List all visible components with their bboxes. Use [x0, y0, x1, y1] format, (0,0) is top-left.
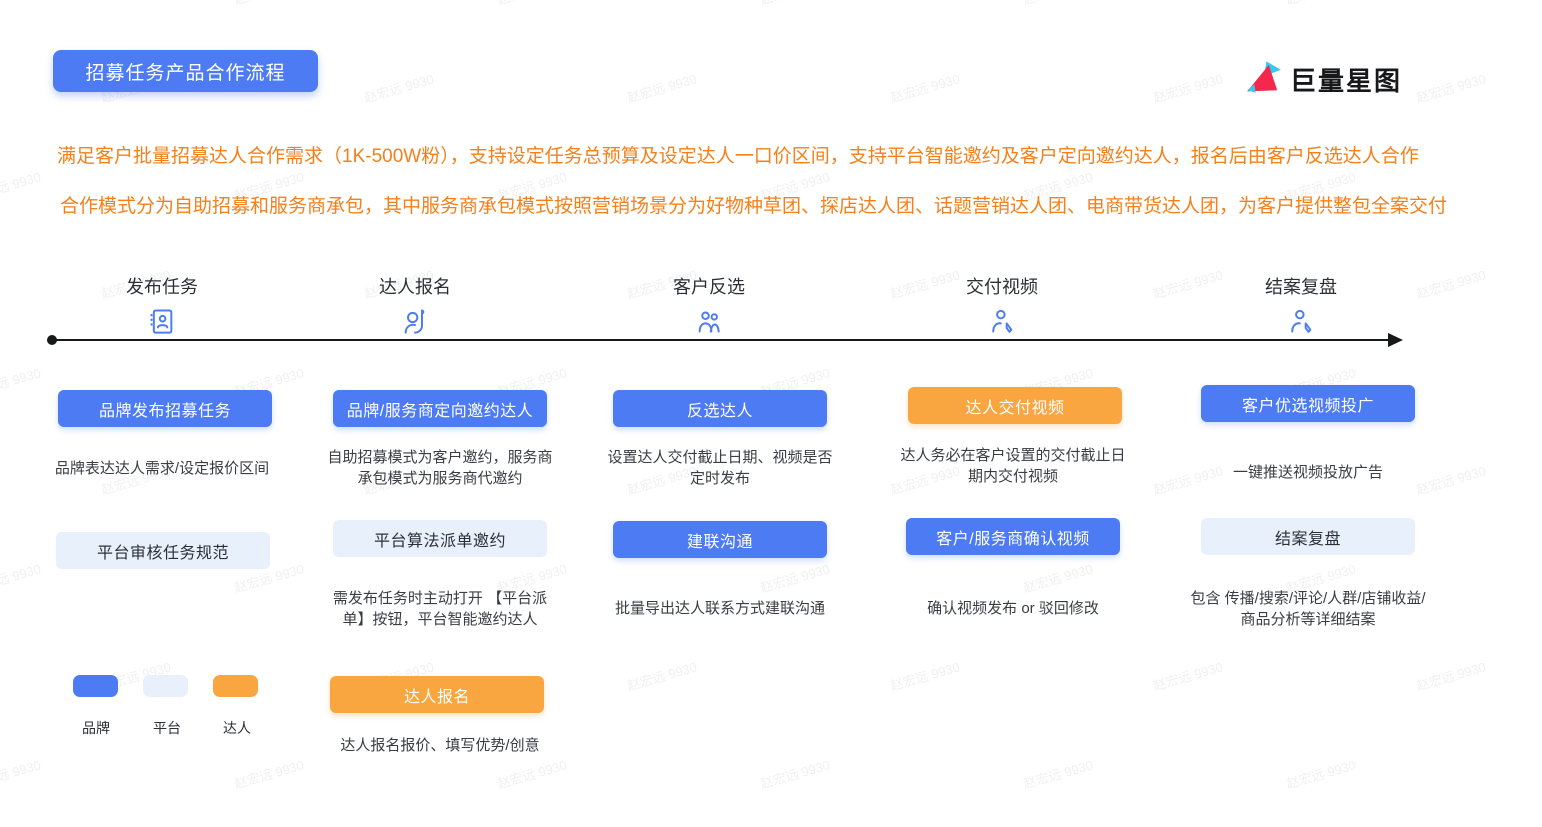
- step-desc: 批量导出达人联系方式建联沟通: [614, 600, 825, 617]
- stage-label-wrapup: 结案复盘: [1265, 277, 1337, 297]
- step-desc: 一键推送视频投放广告: [1232, 464, 1383, 481]
- step-box-creator-signup[interactable]: 达人报名: [330, 676, 544, 713]
- title-badge: 招募任务产品合作流程: [53, 50, 318, 92]
- step-box-reselect-creators[interactable]: 反选达人: [613, 390, 827, 427]
- step-box-direct-invite[interactable]: 品牌/服务商定向邀约达人: [333, 390, 547, 427]
- person-edit-icon: [1287, 307, 1315, 335]
- timeline-axis: [52, 339, 1392, 341]
- step-box-promote-video[interactable]: 客户优选视频投广: [1201, 385, 1415, 422]
- step-box-algorithm-dispatch[interactable]: 平台算法派单邀约: [333, 520, 547, 557]
- step-box-label: 平台算法派单邀约: [373, 532, 506, 550]
- two-people-icon: [695, 307, 723, 335]
- stage-label-signup: 达人报名: [379, 277, 451, 297]
- step-box-label: 平台审核任务规范: [96, 544, 229, 562]
- step-box-platform-review[interactable]: 平台审核任务规范: [56, 532, 270, 569]
- legend-swatch-platform: [143, 675, 188, 697]
- step-desc: 品牌表达达人需求/设定报价区间: [54, 460, 270, 477]
- step-desc: 自助招募模式为客户邀约，服务商承包模式为服务商代邀约: [327, 449, 553, 487]
- step-desc: 需发布任务时主动打开 【平台派单】按钮，平台智能邀约达人: [332, 590, 548, 628]
- intro-line-1: 满足客户批量招募达人合作需求（1K-500W粉），支持设定任务总预算及设定达人一…: [57, 146, 1419, 167]
- timeline-arrow-icon: [1388, 333, 1403, 347]
- step-box-label: 结案复盘: [1274, 530, 1341, 548]
- legend-swatch-creator: [213, 675, 258, 697]
- step-desc: 确认视频发布 or 驳回修改: [927, 600, 1099, 617]
- page-title: 招募任务产品合作流程: [85, 62, 286, 84]
- step-desc: 包含 传播/搜索/评论/人群/店铺收益/商品分析等详细结案: [1190, 590, 1426, 628]
- timeline-start-dot: [47, 335, 57, 345]
- legend-label-creator: 达人: [223, 720, 251, 736]
- step-box-label: 建联沟通: [686, 533, 753, 551]
- step-desc: 达人务必在客户设置的交付截止日期内交付视频: [900, 447, 1126, 485]
- step-desc: 达人报名报价、填写优势/创意: [340, 737, 540, 754]
- step-desc: 设置达人交付截止日期、视频是否定时发布: [607, 449, 833, 487]
- step-box-creator-deliver[interactable]: 达人交付视频: [908, 387, 1122, 424]
- logo-text: 巨量星图: [1289, 66, 1402, 96]
- juliang-xingtu-icon: [1246, 60, 1282, 99]
- legend-label-platform: 平台: [153, 720, 181, 736]
- id-card-icon: [148, 307, 176, 335]
- hand-raise-icon: [401, 307, 429, 335]
- legend-label-brand: 品牌: [82, 720, 110, 736]
- step-box-confirm-video[interactable]: 客户/服务商确认视频: [906, 518, 1120, 555]
- brand-logo: 巨量星图: [1246, 60, 1402, 99]
- step-box-brand-publish[interactable]: 品牌发布招募任务: [58, 390, 272, 427]
- stage-label-reselect: 客户反选: [673, 277, 745, 297]
- legend-swatch-brand: [73, 675, 118, 697]
- step-box-contact-communicate[interactable]: 建联沟通: [613, 521, 827, 558]
- step-box-label: 达人交付视频: [965, 399, 1065, 417]
- stage-label-deliver: 交付视频: [966, 277, 1038, 297]
- person-edit-icon: [988, 307, 1016, 335]
- step-box-case-review[interactable]: 结案复盘: [1201, 518, 1415, 555]
- step-box-label: 客户/服务商确认视频: [936, 530, 1090, 548]
- stage-label-publish: 发布任务: [126, 277, 198, 297]
- step-box-label: 反选达人: [686, 402, 753, 420]
- step-box-label: 品牌发布招募任务: [98, 402, 231, 420]
- intro-line-2: 合作模式分为自助招募和服务商承包，其中服务商承包模式按照营销场景分为好物种草团、…: [60, 196, 1448, 217]
- step-box-label: 客户优选视频投广: [1241, 397, 1374, 415]
- step-box-label: 品牌/服务商定向邀约达人: [346, 402, 534, 420]
- step-box-label: 达人报名: [403, 688, 470, 706]
